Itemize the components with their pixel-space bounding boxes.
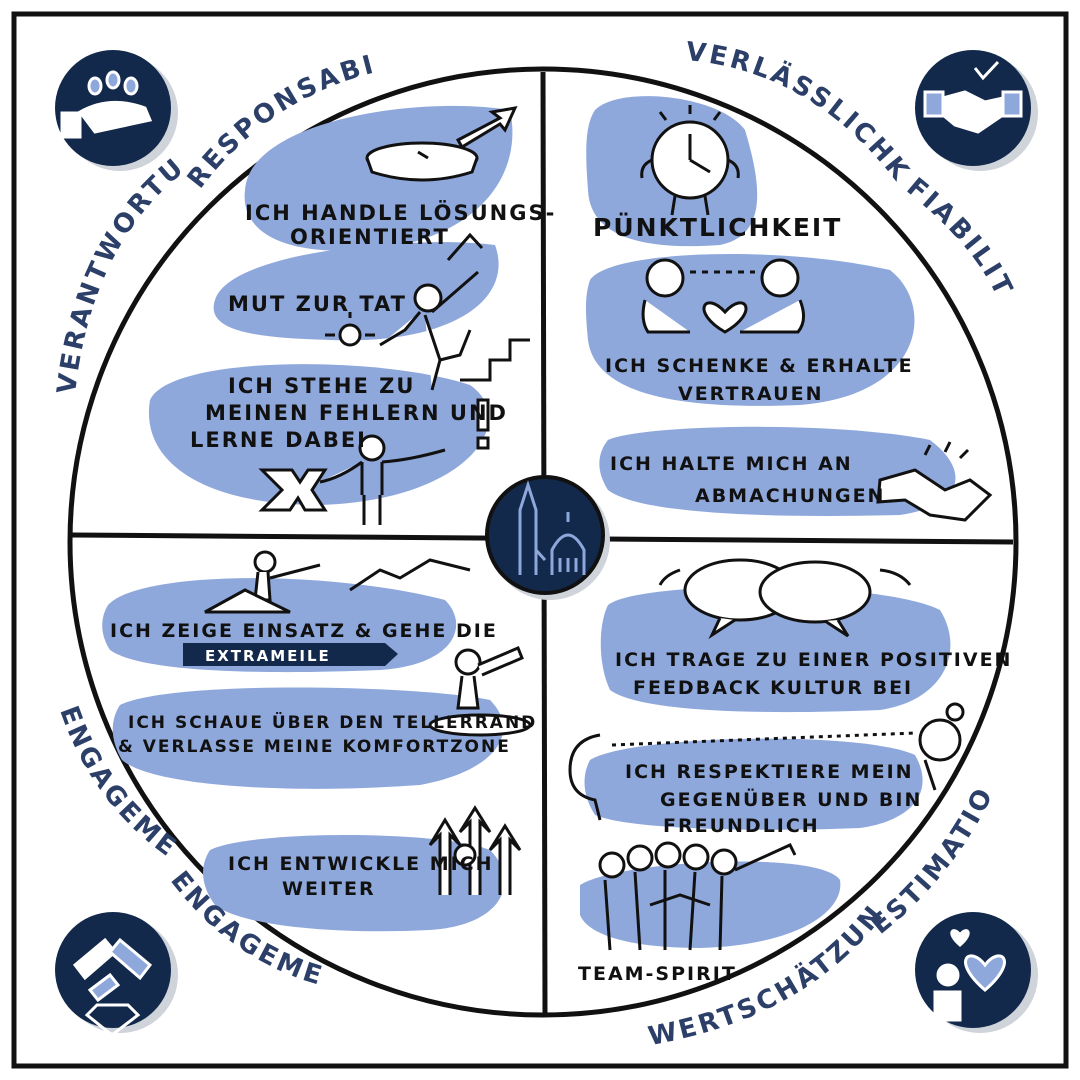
badge-responsibility — [55, 50, 178, 171]
text-agreements-2: ABMACHUNGEN — [695, 485, 885, 507]
text-trust-2: VERTRAUEN — [678, 383, 823, 405]
quadrant-reliability: PÜNKTLICHKEIT ICH SCHENKE & ERHALTE VERT… — [585, 96, 993, 522]
arrows-growth-icon — [428, 805, 522, 895]
blob-responsibility-2 — [213, 242, 499, 341]
compass-icon — [365, 141, 479, 182]
extramile-banner: EXTRAMEILE — [183, 643, 398, 666]
blob-appreciation-2 — [584, 738, 923, 830]
text-respect-1: ICH RESPEKTIERE MEIN — [625, 761, 914, 783]
text-mistakes-2: MEINEN FEHLERN UND — [205, 401, 508, 425]
hands-diamond-icon — [72, 937, 153, 1037]
quadrant-engagement: EXTRAMEILE ICH ZEIGE EINSATZ & GEHE DIE … — [102, 550, 537, 932]
exclamation-icon — [476, 398, 490, 450]
text-solution-oriented-1: ICH HANDLE LÖSUNGS- — [245, 200, 556, 225]
handshake-icon — [876, 441, 993, 522]
cross-icon — [258, 468, 328, 512]
banner-extramile-label: EXTRAMEILE — [205, 647, 331, 665]
text-agreements-1: ICH HALTE MICH AN — [610, 453, 853, 475]
cathedral-logo-icon — [518, 480, 586, 575]
hands-offering-icon — [60, 70, 153, 139]
badge-reliability — [915, 50, 1038, 171]
quadrant-responsibility: ICH HANDLE LÖSUNGS- ORIENTIERT MUT ZUR T… — [148, 105, 556, 525]
trust-people-icon — [641, 258, 805, 334]
climbing-person-icon — [379, 232, 530, 391]
text-trust-1: ICH SCHENKE & ERHALTE — [605, 355, 914, 377]
center-logo — [485, 475, 610, 600]
standing-person-icon — [319, 434, 446, 525]
text-extramile: ICH ZEIGE EINSATZ & GEHE DIE — [110, 620, 498, 642]
text-team-spirit: TEAM-SPIRIT — [578, 963, 737, 985]
text-feedback-1: ICH TRAGE ZU EINER POSITIVEN — [615, 649, 1012, 671]
text-courage: MUT ZUR TAT — [228, 292, 407, 316]
text-develop-1: ICH ENTWICKLE MICH — [228, 853, 494, 875]
blob-responsibility-3 — [148, 364, 489, 505]
blob-appreciation-1 — [600, 586, 951, 713]
quadrant-appreciation: ICH TRAGE ZU EINER POSITIVEN FEEDBACK KU… — [568, 558, 1012, 985]
speech-bubbles-icon — [658, 558, 912, 640]
badge-appreciation — [915, 912, 1038, 1033]
clock-icon — [640, 105, 740, 216]
person-telescope-icon — [428, 646, 532, 737]
text-respect-2: GEGENÜBER UND BIN — [660, 787, 922, 811]
text-solution-oriented-2: ORIENTIERT — [290, 225, 450, 249]
respect-faces-icon — [568, 702, 965, 821]
text-mistakes-1: ICH STEHE ZU — [228, 374, 415, 398]
lightbulb-icon — [325, 312, 375, 347]
blob-engagement-3 — [203, 835, 505, 932]
text-mistakes-3: LERNE DABEI — [190, 428, 367, 452]
text-punctuality: PÜNKTLICHKEIT — [593, 212, 842, 242]
text-respect-3: FREUNDLICH — [663, 815, 820, 837]
handshake-check-icon — [923, 60, 1023, 134]
hiker-on-mountain-icon — [204, 550, 471, 614]
text-comfort-zone-1: ICH SCHAUE ÜBER DEN TELLERRAND — [128, 711, 537, 733]
blob-reliability-3 — [599, 426, 956, 516]
text-comfort-zone-2: & VERLASSE MEINE KOMFORTZONE — [118, 737, 511, 757]
person-heart-icon — [933, 929, 1006, 1022]
blob-responsibility-1 — [244, 105, 513, 251]
team-huddle-icon — [598, 841, 797, 951]
arrow-up-right-icon — [455, 106, 518, 150]
blob-appreciation-3 — [580, 861, 841, 948]
text-feedback-2: FEEDBACK KULTUR BEI — [633, 677, 913, 699]
text-develop-2: WEITER — [282, 878, 376, 900]
badge-engagement — [55, 912, 178, 1037]
blob-engagement-2 — [112, 687, 504, 789]
